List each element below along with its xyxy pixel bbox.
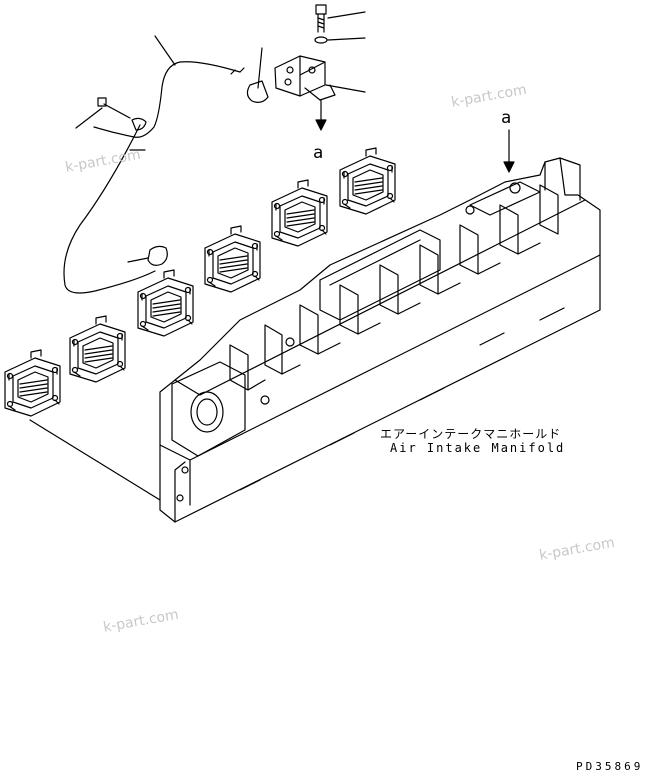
intake-heater-unit [4,349,61,417]
heater-leader-line [29,419,161,501]
part-name-english: Air Intake Manifold [390,441,566,455]
intake-heater-unit [339,147,396,215]
reference-arrow-right [503,129,515,173]
intake-manifold [159,157,601,523]
intake-heater-unit [69,315,126,383]
intake-heater-unit [204,225,261,293]
intake-heaters [4,147,396,417]
intake-heater-unit [137,269,194,337]
drawing-code: PD35869 [576,760,644,773]
part-name-japanese: エアーインテークマニホールド [380,427,562,441]
intake-heater-unit [271,179,328,247]
wire-harness [63,35,245,294]
reference-label-top: a [313,143,324,163]
relay-assembly [246,4,366,131]
reference-label-right: a [501,108,512,128]
